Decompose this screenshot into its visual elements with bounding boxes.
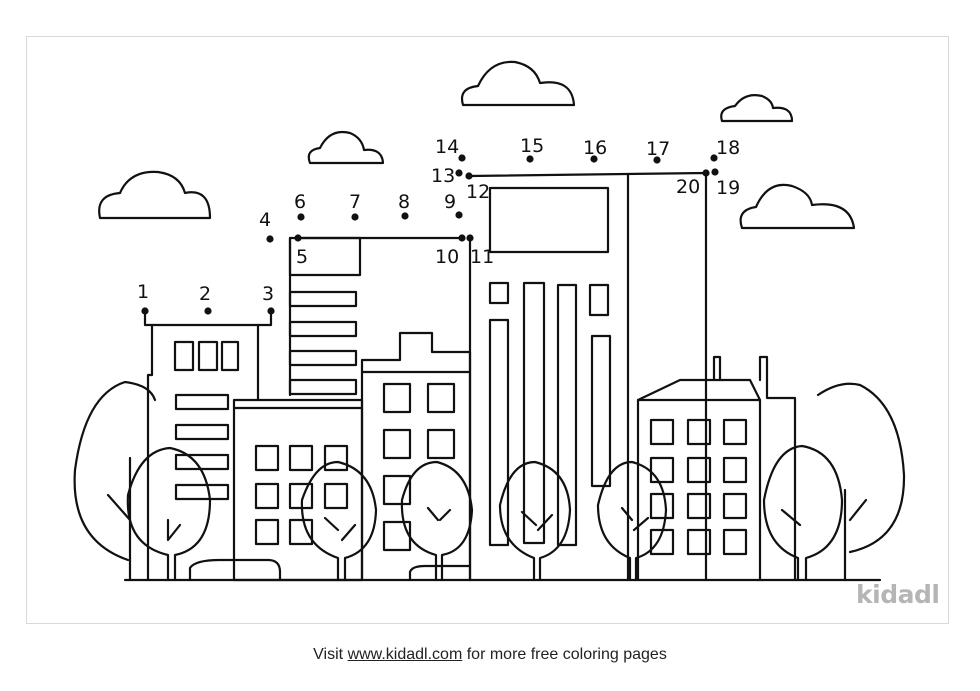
dot-8 <box>401 212 409 220</box>
dot-label-16: 16 <box>583 137 607 159</box>
dot-label-18: 18 <box>716 137 740 159</box>
dot-label-17: 17 <box>646 138 670 160</box>
footer-suffix: for more free coloring pages <box>466 646 667 663</box>
dot-label-15: 15 <box>520 135 544 157</box>
dot-label-7: 7 <box>349 191 361 213</box>
dot-label-19: 19 <box>716 177 740 199</box>
dot-6 <box>297 213 305 221</box>
dot-label-13: 13 <box>431 165 455 187</box>
dot-label-10: 10 <box>435 246 459 268</box>
dot-13 <box>455 169 463 177</box>
dot-15 <box>526 155 534 163</box>
dot-9 <box>455 211 463 219</box>
dot-1 <box>141 307 149 315</box>
dot-label-3: 3 <box>262 283 274 305</box>
dot-label-4: 4 <box>259 209 271 231</box>
footer-prefix: Visit <box>313 646 344 663</box>
dot-label-2: 2 <box>199 283 211 305</box>
kidadl-logo: kidadl <box>856 580 940 609</box>
dot-17 <box>653 156 661 164</box>
dot-label-1: 1 <box>137 281 149 303</box>
dot-label-9: 9 <box>444 191 456 213</box>
dot-label-6: 6 <box>294 191 306 213</box>
dot-label-5: 5 <box>296 246 308 268</box>
dot-2 <box>204 307 212 315</box>
dot-label-8: 8 <box>398 191 410 213</box>
kidadl-link[interactable]: www.kidadl.com <box>347 646 463 663</box>
dot-12 <box>465 172 473 180</box>
dot-7 <box>351 213 359 221</box>
dot-label-20: 20 <box>676 176 700 198</box>
dot-11 <box>466 234 474 242</box>
dot-4 <box>266 235 274 243</box>
dot-5 <box>294 234 302 242</box>
footer: Visit www.kidadl.com for more free color… <box>0 646 980 664</box>
dot-label-14: 14 <box>435 136 459 158</box>
dot-3 <box>267 307 275 315</box>
dot-18 <box>710 154 718 162</box>
dot-10 <box>458 234 466 242</box>
dot-label-12: 12 <box>466 181 490 203</box>
dot-14 <box>458 154 466 162</box>
buildings <box>123 171 882 582</box>
clouds <box>98 60 856 230</box>
dot-20 <box>702 169 710 177</box>
dot-label-11: 11 <box>470 246 494 268</box>
trees <box>73 380 906 582</box>
dot-19 <box>711 168 719 176</box>
dot-16 <box>590 155 598 163</box>
